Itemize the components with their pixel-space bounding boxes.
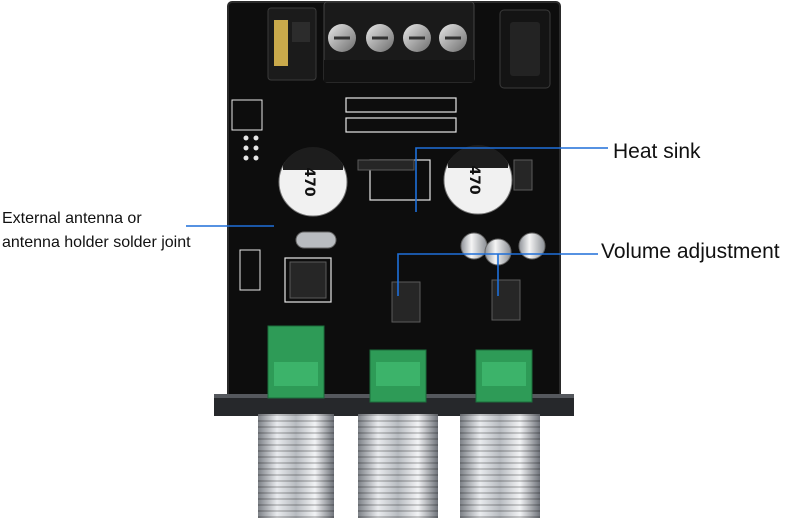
audio-jack bbox=[267, 7, 317, 81]
knob-right bbox=[460, 414, 540, 518]
terminal-screws bbox=[328, 24, 467, 52]
volume-leader-1 bbox=[397, 253, 598, 296]
volume-adjustment-label: Volume adjustment bbox=[601, 240, 780, 263]
chips bbox=[289, 159, 533, 323]
knob-left bbox=[258, 414, 334, 518]
potentiometer-middle bbox=[369, 349, 427, 403]
leader-lines bbox=[186, 147, 608, 296]
antenna-label-line2: antenna holder solder joint bbox=[2, 234, 191, 251]
antenna-label-line1: External antenna or bbox=[2, 210, 142, 227]
terminal-block bbox=[323, 1, 475, 83]
dc-power-jack bbox=[499, 9, 551, 89]
capacitor-right-value: 470 bbox=[466, 165, 482, 194]
heat-sink-leader bbox=[415, 147, 608, 212]
knob-middle bbox=[358, 414, 438, 518]
potentiometer-right bbox=[475, 349, 533, 403]
capacitor-left: 470 bbox=[278, 147, 348, 217]
crystal-oscillator bbox=[295, 231, 337, 249]
heat-sink-label: Heat sink bbox=[613, 140, 701, 163]
potentiometer-left bbox=[267, 325, 325, 399]
capacitor-right: 470 bbox=[443, 145, 513, 215]
capacitor-left-value: 470 bbox=[301, 167, 317, 196]
